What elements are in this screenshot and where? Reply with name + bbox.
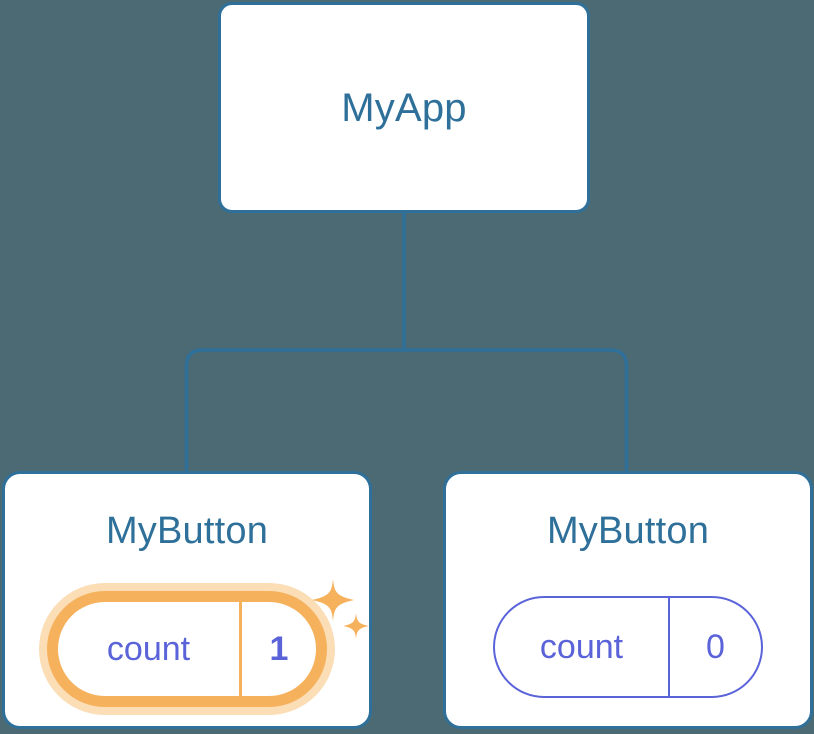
- sparkle-small-icon: [343, 613, 369, 639]
- state-pill-left-value: 1: [239, 602, 316, 696]
- state-pill-right-value: 0: [668, 598, 761, 696]
- state-pill-right-label: count: [539, 628, 624, 666]
- state-pill-right-body: count 0: [493, 596, 763, 698]
- node-myapp-title: MyApp: [341, 85, 467, 130]
- node-myapp[interactable]: MyApp: [218, 2, 590, 213]
- state-pill-right[interactable]: count 0: [493, 596, 763, 700]
- connector-branch-bus: [184, 348, 629, 471]
- node-mybutton-right[interactable]: MyButton count 0: [443, 471, 813, 729]
- state-pill-left[interactable]: count 1: [39, 578, 369, 718]
- state-pill-body: count 1: [58, 602, 316, 696]
- state-pill-left-label: count: [106, 630, 191, 668]
- node-mybutton-right-title: MyButton: [546, 510, 710, 552]
- node-mybutton-left-title: MyButton: [105, 510, 269, 552]
- node-mybutton-left[interactable]: MyButton count 1: [2, 471, 372, 729]
